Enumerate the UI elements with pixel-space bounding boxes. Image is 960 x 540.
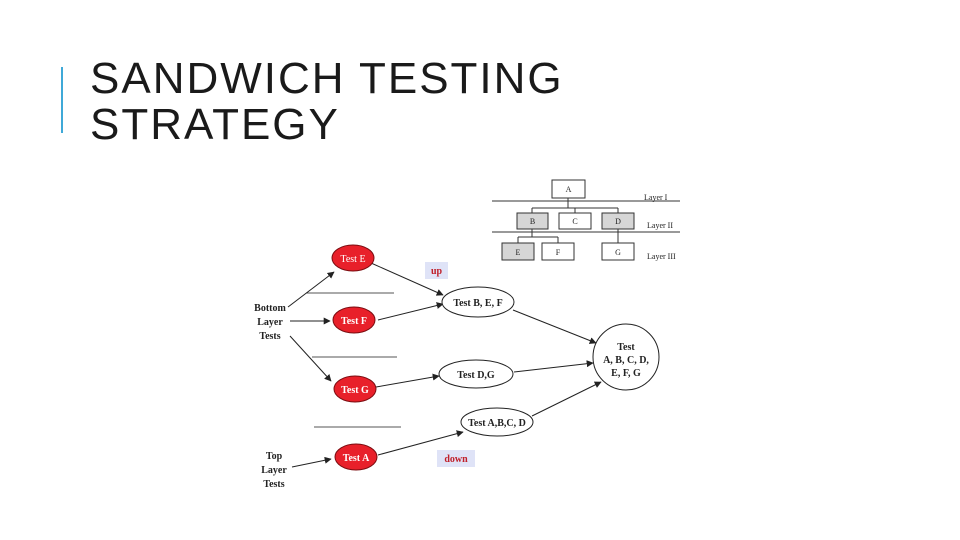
test-e-node: Test E bbox=[331, 244, 375, 272]
arrow-abcd-to-final bbox=[531, 381, 602, 417]
final-test-label-line-3: E, F, G bbox=[611, 368, 641, 379]
arrow-bottom-to-test-e bbox=[287, 271, 335, 308]
top-label-line-2: Layer bbox=[261, 465, 287, 476]
test-a-label: Test A bbox=[343, 453, 370, 464]
flow-arrows bbox=[287, 262, 602, 468]
module-label-d: D bbox=[615, 217, 621, 226]
slide-title: SANDWICH TESTING STRATEGY bbox=[90, 56, 564, 148]
arrow-bef-to-final bbox=[512, 309, 597, 344]
up-label: up bbox=[425, 262, 448, 279]
up-label-text: up bbox=[431, 266, 443, 277]
title-line-2: STRATEGY bbox=[90, 100, 340, 149]
module-label-b: B bbox=[530, 217, 535, 226]
top-label-line-1: Top bbox=[266, 451, 283, 462]
module-label-f: F bbox=[556, 248, 561, 257]
layer-hierarchy bbox=[492, 198, 680, 243]
arrow-dg-to-final bbox=[513, 360, 594, 373]
test-g-label: Test G bbox=[341, 385, 369, 396]
arrow-test-g-to-dg bbox=[375, 373, 440, 388]
bottom-label-line-1: Bottom bbox=[254, 303, 286, 314]
test-f-node: Test F bbox=[332, 306, 376, 334]
arrow-bottom-to-test-g bbox=[289, 335, 332, 382]
arrow-top-to-test-a bbox=[291, 456, 332, 468]
module-box-f: F bbox=[541, 242, 575, 261]
module-box-g: G bbox=[601, 242, 635, 261]
module-label-g: G bbox=[615, 248, 621, 257]
test-e-label: Test E bbox=[340, 254, 365, 265]
top-layer-tests-label: Top Layer Tests bbox=[261, 451, 287, 490]
layer-label-3: Layer III bbox=[647, 252, 676, 261]
bottom-label-line-3: Tests bbox=[259, 331, 280, 342]
arrow-test-f-to-bef bbox=[377, 302, 444, 321]
module-box-e: E bbox=[501, 242, 535, 261]
test-dg-node: Test D,G bbox=[438, 359, 514, 389]
module-label-c: C bbox=[572, 217, 577, 226]
arrow-test-e-to-bef bbox=[370, 262, 444, 296]
module-box-c: C bbox=[558, 212, 592, 230]
accent-bar bbox=[61, 67, 63, 133]
layer-label-1: Layer I bbox=[644, 193, 668, 202]
final-test-node: Test A, B, C, D, E, F, G bbox=[592, 323, 660, 391]
module-label-e: E bbox=[516, 248, 521, 257]
layer-label-2: Layer II bbox=[647, 221, 673, 230]
final-test-label-line-2: A, B, C, D, bbox=[603, 355, 649, 366]
test-dg-label: Test D,G bbox=[457, 370, 495, 381]
test-f-label: Test F bbox=[341, 316, 367, 327]
down-label: down bbox=[437, 450, 475, 467]
module-label-a: A bbox=[566, 185, 572, 194]
module-box-d: D bbox=[601, 212, 635, 230]
test-bef-node: Test B, E, F bbox=[441, 286, 515, 318]
test-abcd-node: Test A,B,C, D bbox=[460, 407, 534, 437]
final-test-label-line-1: Test bbox=[617, 342, 635, 353]
module-box-b: B bbox=[516, 212, 549, 230]
arrow-test-a-to-abcd bbox=[377, 430, 464, 456]
top-label-line-3: Tests bbox=[263, 479, 284, 490]
test-bef-label: Test B, E, F bbox=[453, 298, 502, 309]
module-box-a: A bbox=[551, 179, 586, 199]
bottom-layer-tests-label: Bottom Layer Tests bbox=[254, 303, 286, 342]
bottom-label-line-2: Layer bbox=[257, 317, 283, 328]
test-g-node: Test G bbox=[333, 375, 377, 403]
test-abcd-label: Test A,B,C, D bbox=[468, 418, 526, 429]
title-line-1: SANDWICH TESTING bbox=[90, 54, 564, 103]
test-a-node: Test A bbox=[334, 443, 378, 471]
separator-lines bbox=[306, 292, 401, 428]
down-label-text: down bbox=[444, 454, 468, 465]
